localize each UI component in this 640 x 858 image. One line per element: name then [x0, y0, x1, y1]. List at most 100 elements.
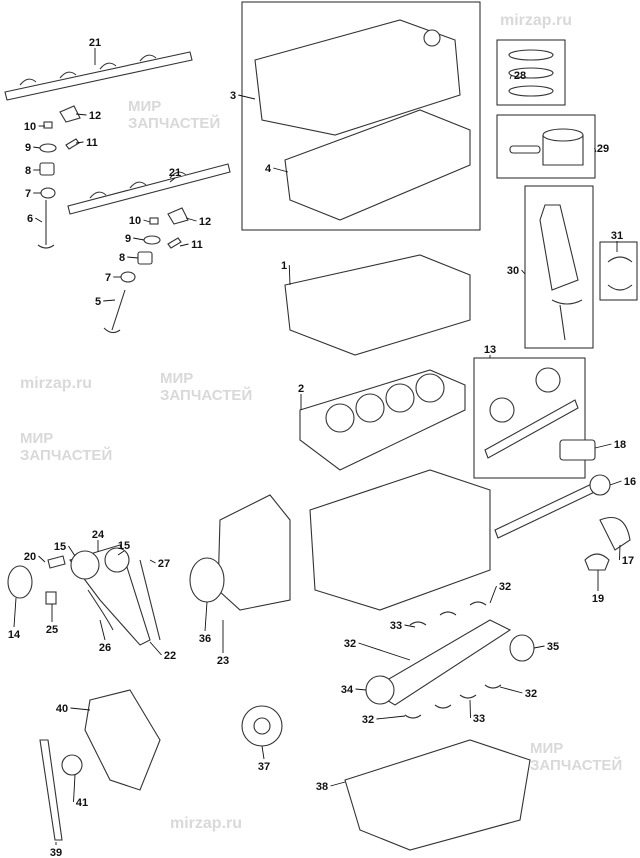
callout-leader-line: [38, 555, 46, 563]
camshaft-lower: [67, 163, 231, 215]
callout-leader-line: [75, 113, 87, 116]
callout-part-30: 30: [507, 265, 519, 277]
callout-part-35: 35: [547, 641, 559, 653]
callout-leader-line: [288, 264, 291, 286]
callout-leader-line: [404, 624, 416, 628]
callout-part-2: 2: [298, 383, 304, 395]
timing-cover: [217, 494, 291, 611]
callout-leader-line: [179, 243, 189, 247]
callout-part-29: 29: [597, 143, 609, 155]
callout-leader-line: [127, 256, 139, 259]
callout-part-39: 39: [50, 847, 62, 858]
callout-part-38: 38: [316, 781, 328, 793]
callout-part-24: 24: [92, 529, 105, 541]
callout-part-36: 36: [199, 633, 211, 645]
callout-part-15: 15: [118, 540, 130, 552]
engine-block: [309, 469, 491, 611]
callout-part-9: 9: [125, 233, 131, 245]
callout-part-32: 32: [344, 638, 356, 650]
callout-part-20: 20: [24, 551, 36, 563]
oil-pan: [344, 739, 531, 851]
callout-leader-line: [73, 774, 76, 803]
callout-part-28: 28: [514, 70, 526, 82]
callout-part-3: 3: [230, 90, 236, 102]
callout-part-14: 14: [8, 629, 21, 641]
callout-part-41: 41: [76, 797, 88, 809]
callout-leader-line: [330, 781, 346, 787]
callout-part-40: 40: [56, 703, 68, 715]
callout-leader-line: [594, 147, 597, 153]
callout-leader-line: [355, 688, 367, 691]
callout-leader-line: [99, 619, 106, 641]
callout-leader-line: [13, 597, 17, 628]
callout-part-18: 18: [614, 439, 626, 451]
callout-leader-line: [594, 443, 612, 449]
callout-leader-line: [75, 141, 84, 144]
callout-part-37: 37: [258, 761, 270, 773]
callout-part-23: 23: [217, 655, 229, 667]
callout-part-11: 11: [86, 137, 98, 149]
callout-leader-line: [149, 559, 156, 564]
callout-leader-line: [103, 299, 116, 302]
callout-leader-line: [509, 74, 512, 80]
callout-leader-line: [533, 645, 545, 649]
valve-cover-group-box: [241, 1, 481, 231]
callout-leader-line: [35, 217, 43, 223]
cylinder-head: [284, 254, 471, 356]
callout-leader-line: [68, 545, 76, 557]
callout-leader-line: [619, 544, 621, 561]
callout-part-17: 17: [622, 555, 634, 567]
callout-leader-line: [204, 601, 208, 632]
callout-part-31: 31: [611, 230, 623, 242]
callout-part-12: 12: [199, 216, 211, 228]
callout-leader-line: [149, 641, 162, 656]
callout-part-27: 27: [158, 558, 170, 570]
callout-part-32: 32: [499, 581, 511, 593]
callout-leader-line: [358, 642, 411, 661]
callout-leader-line: [469, 699, 471, 719]
callout-leader-line: [376, 715, 406, 720]
callout-part-21: 21: [89, 37, 101, 49]
callout-part-8: 8: [119, 252, 125, 264]
callout-part-8: 8: [25, 165, 31, 177]
callout-part-15: 15: [54, 541, 66, 553]
callout-part-11: 11: [191, 239, 203, 251]
callout-leader-line: [521, 269, 526, 275]
callout-part-6: 6: [27, 213, 33, 225]
valvetrain-parts: [37, 105, 189, 334]
callout-leader-line: [185, 217, 197, 222]
callout-part-22: 22: [164, 650, 176, 662]
callout-leader-line: [33, 146, 41, 149]
callout-part-21: 21: [169, 167, 181, 179]
callout-part-4: 4: [265, 163, 272, 175]
callout-leader-line: [261, 745, 265, 760]
callout-part-25: 25: [46, 624, 58, 636]
callout-part-16: 16: [624, 476, 636, 488]
callout-part-19: 19: [592, 593, 604, 605]
callout-part-7: 7: [25, 188, 31, 200]
connecting-rod-box: [524, 185, 594, 349]
rod-bearings-box: [599, 241, 638, 301]
oil-pump: [84, 689, 161, 791]
callout-part-1: 1: [281, 260, 287, 272]
callout-leader-line: [117, 550, 125, 556]
callout-part-10: 10: [24, 121, 36, 133]
callout-leader-line: [273, 167, 289, 173]
piston-box: [496, 114, 596, 179]
callout-part-10: 10: [129, 215, 141, 227]
callout-part-32: 32: [525, 688, 537, 700]
callout-part-13: 13: [484, 344, 496, 356]
callout-part-33: 33: [390, 620, 402, 632]
callout-part-33: 33: [473, 713, 485, 725]
callout-leader-line: [609, 480, 622, 486]
callout-part-7: 7: [105, 272, 111, 284]
piston-rings-box: [496, 39, 566, 106]
callout-leader-line: [238, 94, 256, 100]
callout-leader-line: [499, 686, 523, 694]
callout-leader-line: [169, 177, 176, 183]
callout-part-34: 34: [341, 684, 354, 696]
callout-leader-line: [489, 585, 497, 604]
callout-leader-line: [143, 219, 151, 223]
